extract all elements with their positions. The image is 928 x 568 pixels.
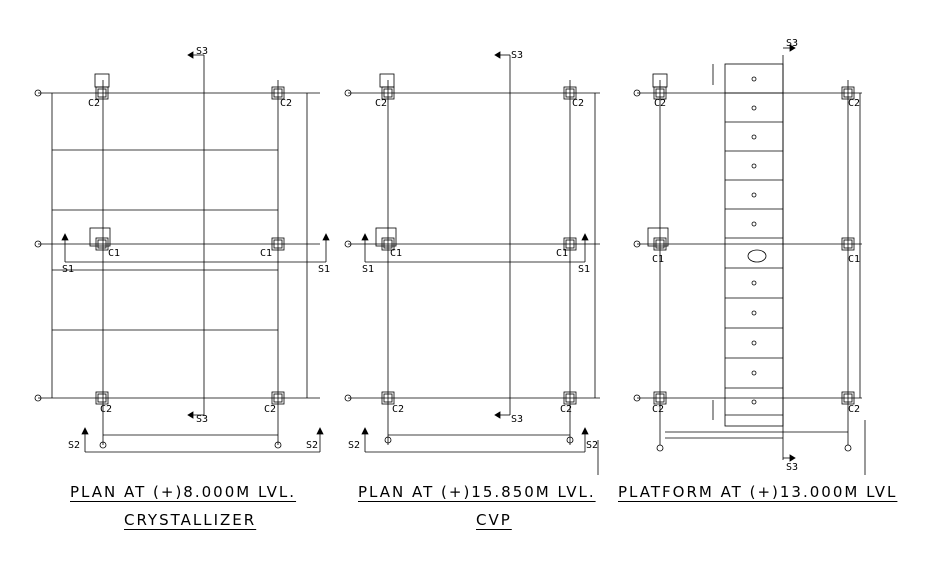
col-label-mid-right: C1 — [260, 248, 272, 259]
section-label-s1-left: S1 — [362, 264, 374, 275]
col-label-bottom-left: C2 — [100, 404, 112, 415]
col-label-bottom-left: C2 — [652, 404, 664, 415]
section-label-s1-right: S1 — [318, 264, 330, 275]
plan-title-crystallizer: PLAN AT (+)8.000M LVL. — [70, 483, 297, 501]
col-label-mid-left: C1 — [108, 248, 120, 259]
plan-title-cvp: PLAN AT (+)15.850M LVL. — [358, 483, 596, 501]
section-label-s3-top: S3 — [786, 38, 798, 49]
col-label-mid-left: C1 — [652, 254, 664, 265]
section-label-s1-right: S1 — [578, 264, 590, 275]
col-label-top-right: C2 — [572, 98, 584, 109]
col-label-top-right: C2 — [280, 98, 292, 109]
section-label-s3-bottom: S3 — [196, 414, 208, 425]
section-label-s3-bottom: S3 — [786, 462, 798, 473]
section-label-s2-left: S2 — [348, 440, 360, 451]
section-label-s2-left: S2 — [68, 440, 80, 451]
col-label-top-right: C2 — [848, 98, 860, 109]
plan-subtitle-crystallizer: CRYSTALLIZER — [124, 511, 257, 529]
section-label-s3-bottom: S3 — [511, 414, 523, 425]
col-label-bottom-left: C2 — [392, 404, 404, 415]
col-label-top-left: C2 — [654, 98, 666, 109]
section-label-s2-right: S2 — [306, 440, 318, 451]
col-label-mid-left: C1 — [390, 248, 402, 259]
plan-platform — [633, 44, 866, 475]
plan-cvp — [344, 51, 600, 475]
col-label-bottom-right: C2 — [264, 404, 276, 415]
section-label-s2-right: S2 — [586, 440, 598, 451]
section-label-s1-left: S1 — [62, 264, 74, 275]
col-label-top-left: C2 — [88, 98, 100, 109]
plan-title-platform: PLATFORM AT (+)13.000M LVL — [618, 483, 898, 501]
section-label-s3-top: S3 — [196, 46, 208, 57]
plan-crystallizer — [34, 51, 330, 453]
col-label-mid-right: C1 — [848, 254, 860, 265]
column-and-section-labels: C2 C2 C1 C1 C2 C2 S1 S1 S2 S2 S3 S3 C2 C… — [62, 38, 860, 473]
col-label-bottom-right: C2 — [560, 404, 572, 415]
col-label-bottom-right: C2 — [848, 404, 860, 415]
col-label-mid-right: C1 — [556, 248, 568, 259]
section-label-s3-top: S3 — [511, 50, 523, 61]
col-label-top-left: C2 — [375, 98, 387, 109]
plan-subtitle-cvp: CVP — [476, 511, 512, 529]
